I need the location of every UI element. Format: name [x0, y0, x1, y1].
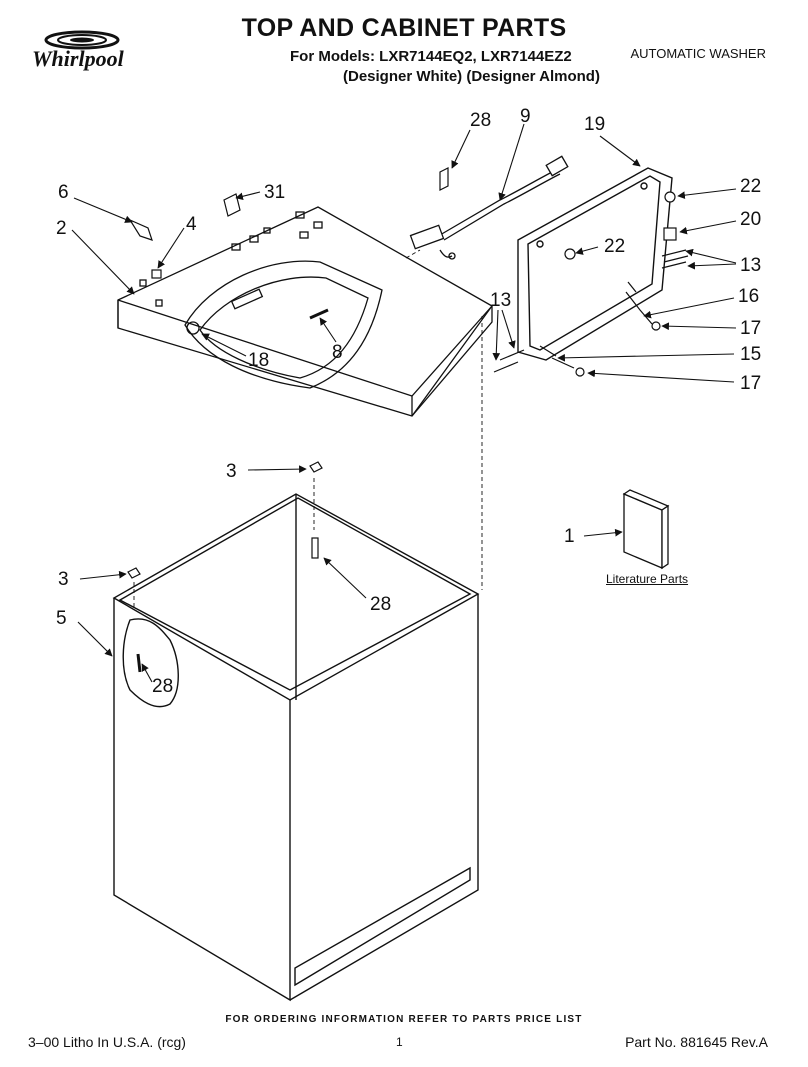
literature-parts-box [622, 489, 670, 570]
callout-c28b: 28 [370, 594, 391, 615]
callout-c9: 9 [520, 106, 531, 127]
callout-c20: 20 [740, 209, 761, 230]
callout-c1: 1 [564, 526, 575, 547]
callout-c6: 6 [58, 182, 69, 203]
litho-info: 3–00 Litho In U.S.A. (rcg) [28, 1034, 186, 1050]
callout-c13b: 13 [490, 290, 511, 311]
callout-c15: 15 [740, 344, 761, 365]
top-panel [117, 206, 493, 417]
page-title: TOP AND CABINET PARTS [241, 14, 567, 42]
variants-line: (Designer White) (Designer Almond) [343, 68, 600, 85]
ordering-note: FOR ORDERING INFORMATION REFER TO PARTS … [225, 1014, 583, 1025]
whirlpool-swirl-icon [44, 30, 120, 50]
leader-lines [71, 123, 737, 683]
callout-c19: 19 [584, 114, 605, 135]
callout-c28c: 28 [152, 676, 173, 697]
cabinet [112, 493, 480, 1002]
cabinet-screws [127, 461, 323, 579]
callout-c13a: 13 [740, 255, 761, 276]
hardware-parts [128, 167, 689, 373]
literature-parts-label: Literature Parts [606, 572, 689, 586]
part-number: Part No. 881645 Rev.A [625, 1034, 768, 1050]
models-line: For Models: LXR7144EQ2, LXR7144EZ2 [290, 48, 572, 65]
product-type: AUTOMATIC WASHER [630, 46, 766, 61]
callout-c16: 16 [738, 286, 759, 307]
callout-c17a: 17 [740, 318, 761, 339]
callout-c22a: 22 [740, 176, 761, 197]
callout-c3b: 3 [58, 569, 69, 590]
callout-c3a: 3 [226, 461, 237, 482]
callout-c28a: 28 [470, 110, 491, 131]
callout-c4: 4 [186, 214, 197, 235]
callout-c2: 2 [56, 218, 67, 239]
callout-c8: 8 [332, 342, 343, 363]
callout-c5: 5 [56, 608, 67, 629]
callout-c31: 31 [264, 182, 285, 203]
callout-c18: 18 [248, 350, 269, 371]
page-number: 1 [396, 1035, 403, 1049]
callout-c17b: 17 [740, 373, 761, 394]
wire-assemblies [539, 281, 661, 377]
console-frame [517, 167, 673, 361]
brand-name: Whirlpool [32, 46, 124, 71]
callout-c22b: 22 [604, 236, 625, 257]
alignment-lines [133, 249, 483, 610]
